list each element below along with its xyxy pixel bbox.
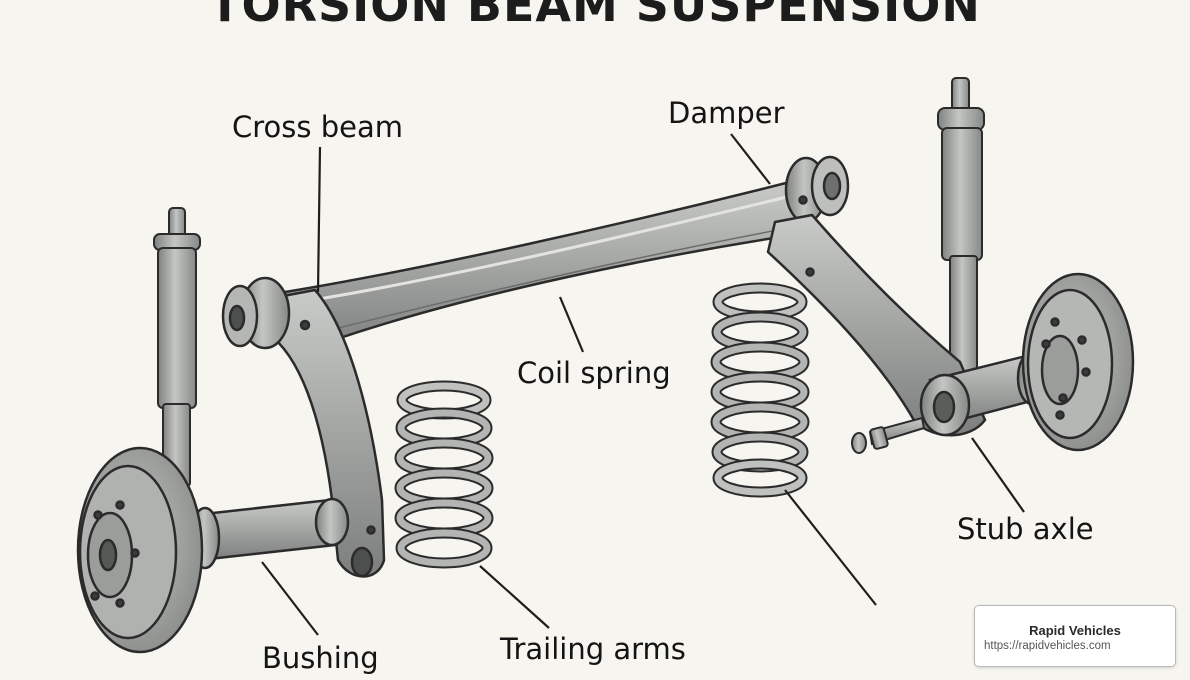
watermark-badge: Rapid Vehicles https://rapidvehicles.com	[974, 605, 1176, 667]
cross-beam	[283, 180, 814, 354]
label-stub-axle: Stub axle	[957, 512, 1094, 546]
watermark-url[interactable]: https://rapidvehicles.com	[984, 640, 1111, 652]
label-coil-spring: Coil spring	[517, 356, 671, 390]
leader-trailing-arms	[479, 565, 550, 629]
right-damper	[937, 77, 985, 375]
leader-coil-spring	[558, 296, 585, 353]
trailing-arm-left	[260, 288, 386, 578]
leader-lines	[261, 133, 1025, 636]
leader-trailing-arms-2	[784, 489, 877, 606]
left-bushing	[221, 276, 291, 350]
page-title: TORSION BEAM SUSPENSION	[209, 0, 981, 32]
right-bushing	[784, 155, 850, 224]
label-bushing: Bushing	[262, 641, 379, 675]
bolt	[851, 416, 926, 454]
right-coil-spring	[710, 282, 810, 498]
leader-stub-axle	[971, 437, 1025, 513]
left-damper	[153, 207, 201, 487]
leader-bushing	[261, 561, 319, 636]
watermark-name: Rapid Vehicles	[1029, 623, 1121, 638]
left-coil-spring	[394, 380, 494, 569]
label-trailing-arms: Trailing arms	[500, 632, 686, 666]
leader-cross-beam	[316, 146, 322, 293]
leader-damper	[730, 133, 771, 185]
right-stub-axle-hub	[919, 272, 1135, 452]
left-stub-axle-hub	[76, 446, 350, 654]
label-damper: Damper	[668, 96, 785, 130]
label-cross-beam: Cross beam	[232, 110, 403, 144]
